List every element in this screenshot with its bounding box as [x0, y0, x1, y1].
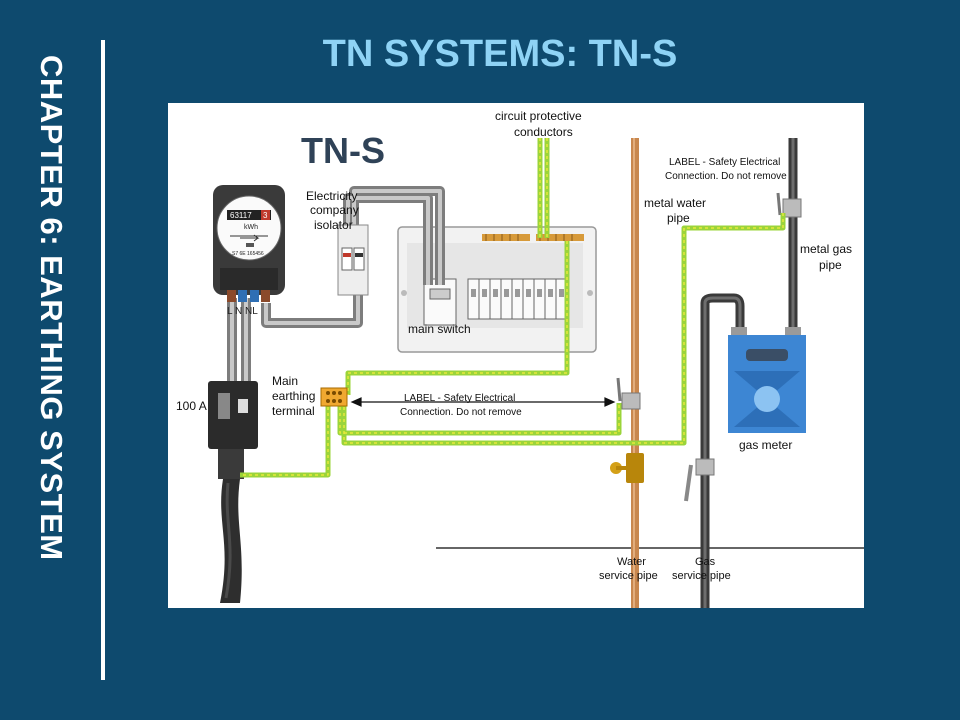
consumer-unit [397, 226, 597, 353]
met-label-line3: terminal [272, 404, 315, 418]
meter-unit: kWh [244, 224, 258, 231]
water-service-label-line1: Water [617, 556, 646, 568]
isolator [337, 224, 369, 296]
diagram-heading: TN-S [301, 130, 385, 171]
terminal-l2 [261, 290, 270, 302]
main-earthing-terminal [320, 387, 348, 407]
gas-meter-label: gas meter [739, 438, 792, 452]
gas-pipe-clamp [782, 198, 802, 218]
terminal-labels: L N NL [227, 306, 258, 317]
diagram-canvas: 63117 3 kWh S7 6E 165456 L N NL [176, 109, 864, 608]
meter-serial: S7 6E 165456 [232, 251, 264, 257]
isolator-label-line3: isolator [314, 218, 353, 232]
gas-pipes [700, 138, 798, 608]
divider-line [101, 40, 105, 680]
service-head [208, 381, 258, 479]
water-service-label-line2: service pipe [599, 570, 658, 582]
met-label-line1: Main [272, 374, 298, 388]
main-switch [423, 278, 457, 326]
meter-reading: 63117 [230, 211, 252, 220]
chapter-title: CHAPTER 6: EARTHING SYSTEM [34, 55, 69, 561]
gas-pipe-label-line2: pipe [819, 258, 842, 272]
gas-pipe-label-line1: metal gas [800, 242, 852, 256]
fuse-label: 100 A [176, 399, 207, 413]
gas-service-label-line1: Gas [695, 556, 716, 568]
label-top-line2: Connection. Do not remove [665, 171, 787, 182]
water-pipe-label-line2: pipe [667, 211, 690, 225]
label-arrow [350, 397, 616, 407]
label-mid-line2: Connection. Do not remove [400, 407, 522, 418]
label-mid-line1: LABEL - Safety Electrical [404, 393, 515, 404]
meter-reading-last: 3 [263, 211, 268, 220]
tn-s-diagram: 63117 3 kWh S7 6E 165456 L N NL [168, 103, 864, 608]
terminal-n2 [250, 290, 259, 302]
gas-meter [728, 327, 806, 433]
gas-service-label-line2: service pipe [672, 570, 731, 582]
terminal-n [238, 290, 247, 302]
label-top-line1: LABEL - Safety Electrical [669, 157, 780, 168]
electricity-meter: 63117 3 kWh S7 6E 165456 L N NL [213, 185, 285, 317]
slide-title: TN SYSTEMS: TN-S [322, 33, 678, 75]
water-pipe-label-line1: metal water [644, 196, 706, 210]
earth-bar-right [536, 234, 584, 241]
main-switch-label: main switch [408, 322, 471, 336]
isolator-label-line1: Electricity [306, 189, 357, 203]
earth-bar-left [482, 234, 530, 241]
cpc-label-line1: circuit protective [495, 109, 582, 123]
water-pipe [610, 138, 644, 608]
gas-service-clamp [695, 458, 715, 476]
isolator-label-line2: company [310, 203, 359, 217]
circuit-breakers [467, 278, 568, 320]
terminal-l [227, 290, 236, 302]
cpc-label-line2: conductors [514, 125, 573, 139]
met-label-line2: earthing [272, 389, 315, 403]
